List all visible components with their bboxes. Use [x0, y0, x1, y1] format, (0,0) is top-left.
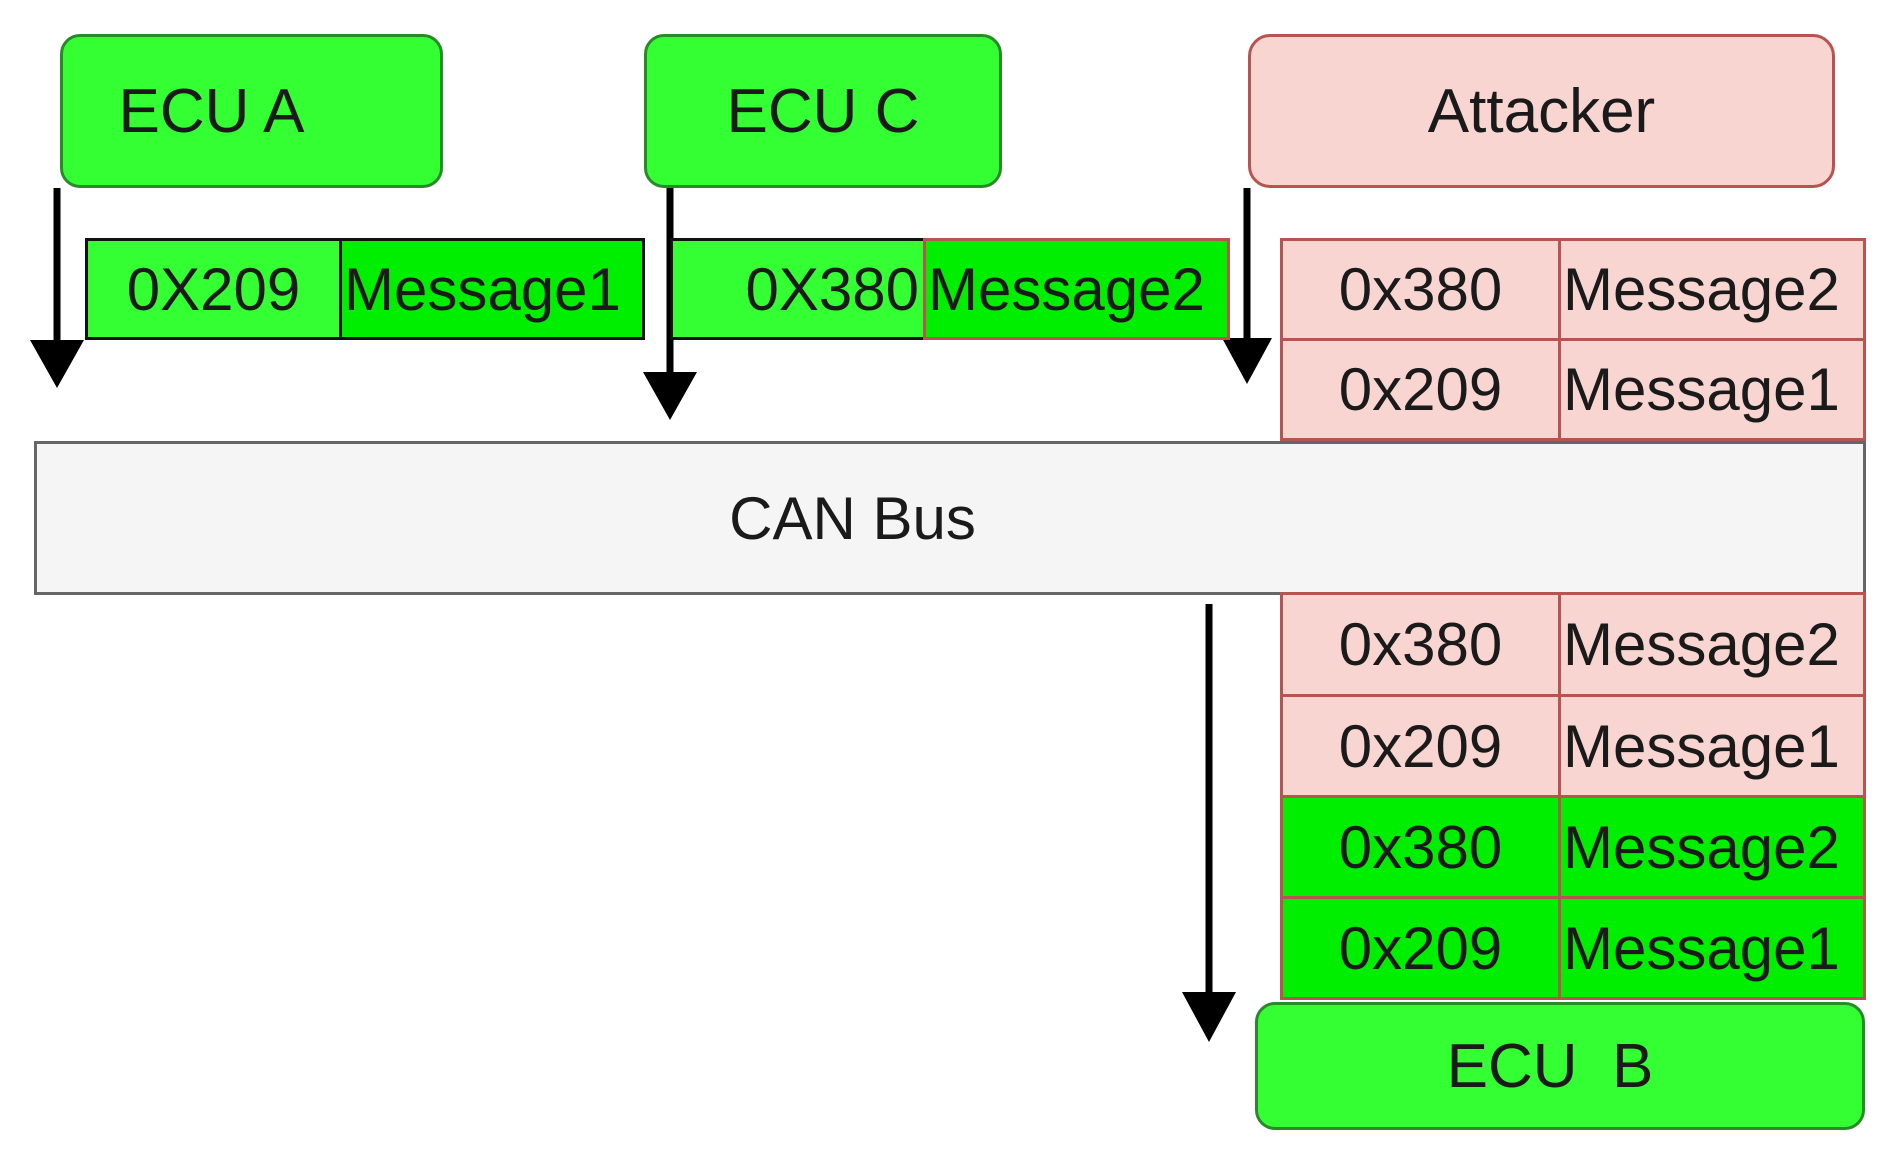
ecu-b-frame-4-id: 0x209 — [1280, 896, 1561, 1000]
attacker-node: Attacker — [1248, 34, 1835, 188]
ecu-b-frame-4-message: Message1 — [1558, 896, 1866, 1000]
ecu-b-frame-2-id: 0x209 — [1280, 694, 1561, 798]
attacker-frame-2-id: 0x209 — [1280, 338, 1561, 441]
attacker-frame-2-message: Message1 — [1558, 338, 1866, 441]
ecu-b-frame-2-message: Message1 — [1558, 694, 1866, 798]
attacker-frame-1-message: Message2 — [1558, 238, 1866, 341]
ecu-c-label: ECU C — [726, 76, 920, 146]
ecu-a-frame-id: 0X209 — [85, 238, 342, 340]
arrow-ecu-a-to-bus — [30, 188, 84, 388]
attacker-label: Attacker — [1427, 76, 1656, 146]
ecu-a-node: ECU A — [60, 34, 443, 188]
can-bus: CAN Bus — [34, 441, 1866, 595]
ecu-b-node: ECU B — [1255, 1002, 1865, 1130]
ecu-b-frame-3-message: Message2 — [1558, 795, 1866, 899]
ecu-b-frame-3-id: 0x380 — [1280, 795, 1561, 899]
ecu-c-frame-message: Message2 — [923, 238, 1230, 340]
ecu-c-node: ECU C — [644, 34, 1002, 188]
arrow-bus-to-ecu-b — [1182, 604, 1236, 1042]
arrow-attacker-to-bus — [1222, 188, 1272, 384]
ecu-b-frame-1-id: 0x380 — [1280, 592, 1561, 697]
attacker-frame-1-id: 0x380 — [1280, 238, 1561, 341]
ecu-a-label: ECU A — [118, 76, 305, 146]
ecu-b-frame-1-message: Message2 — [1558, 592, 1866, 697]
ecu-c-frame-id: 0X380 — [670, 238, 926, 340]
ecu-a-frame-message: Message1 — [339, 238, 645, 340]
ecu-b-label: ECU B — [1446, 1031, 1654, 1101]
can-bus-label: CAN Bus — [729, 484, 976, 552]
